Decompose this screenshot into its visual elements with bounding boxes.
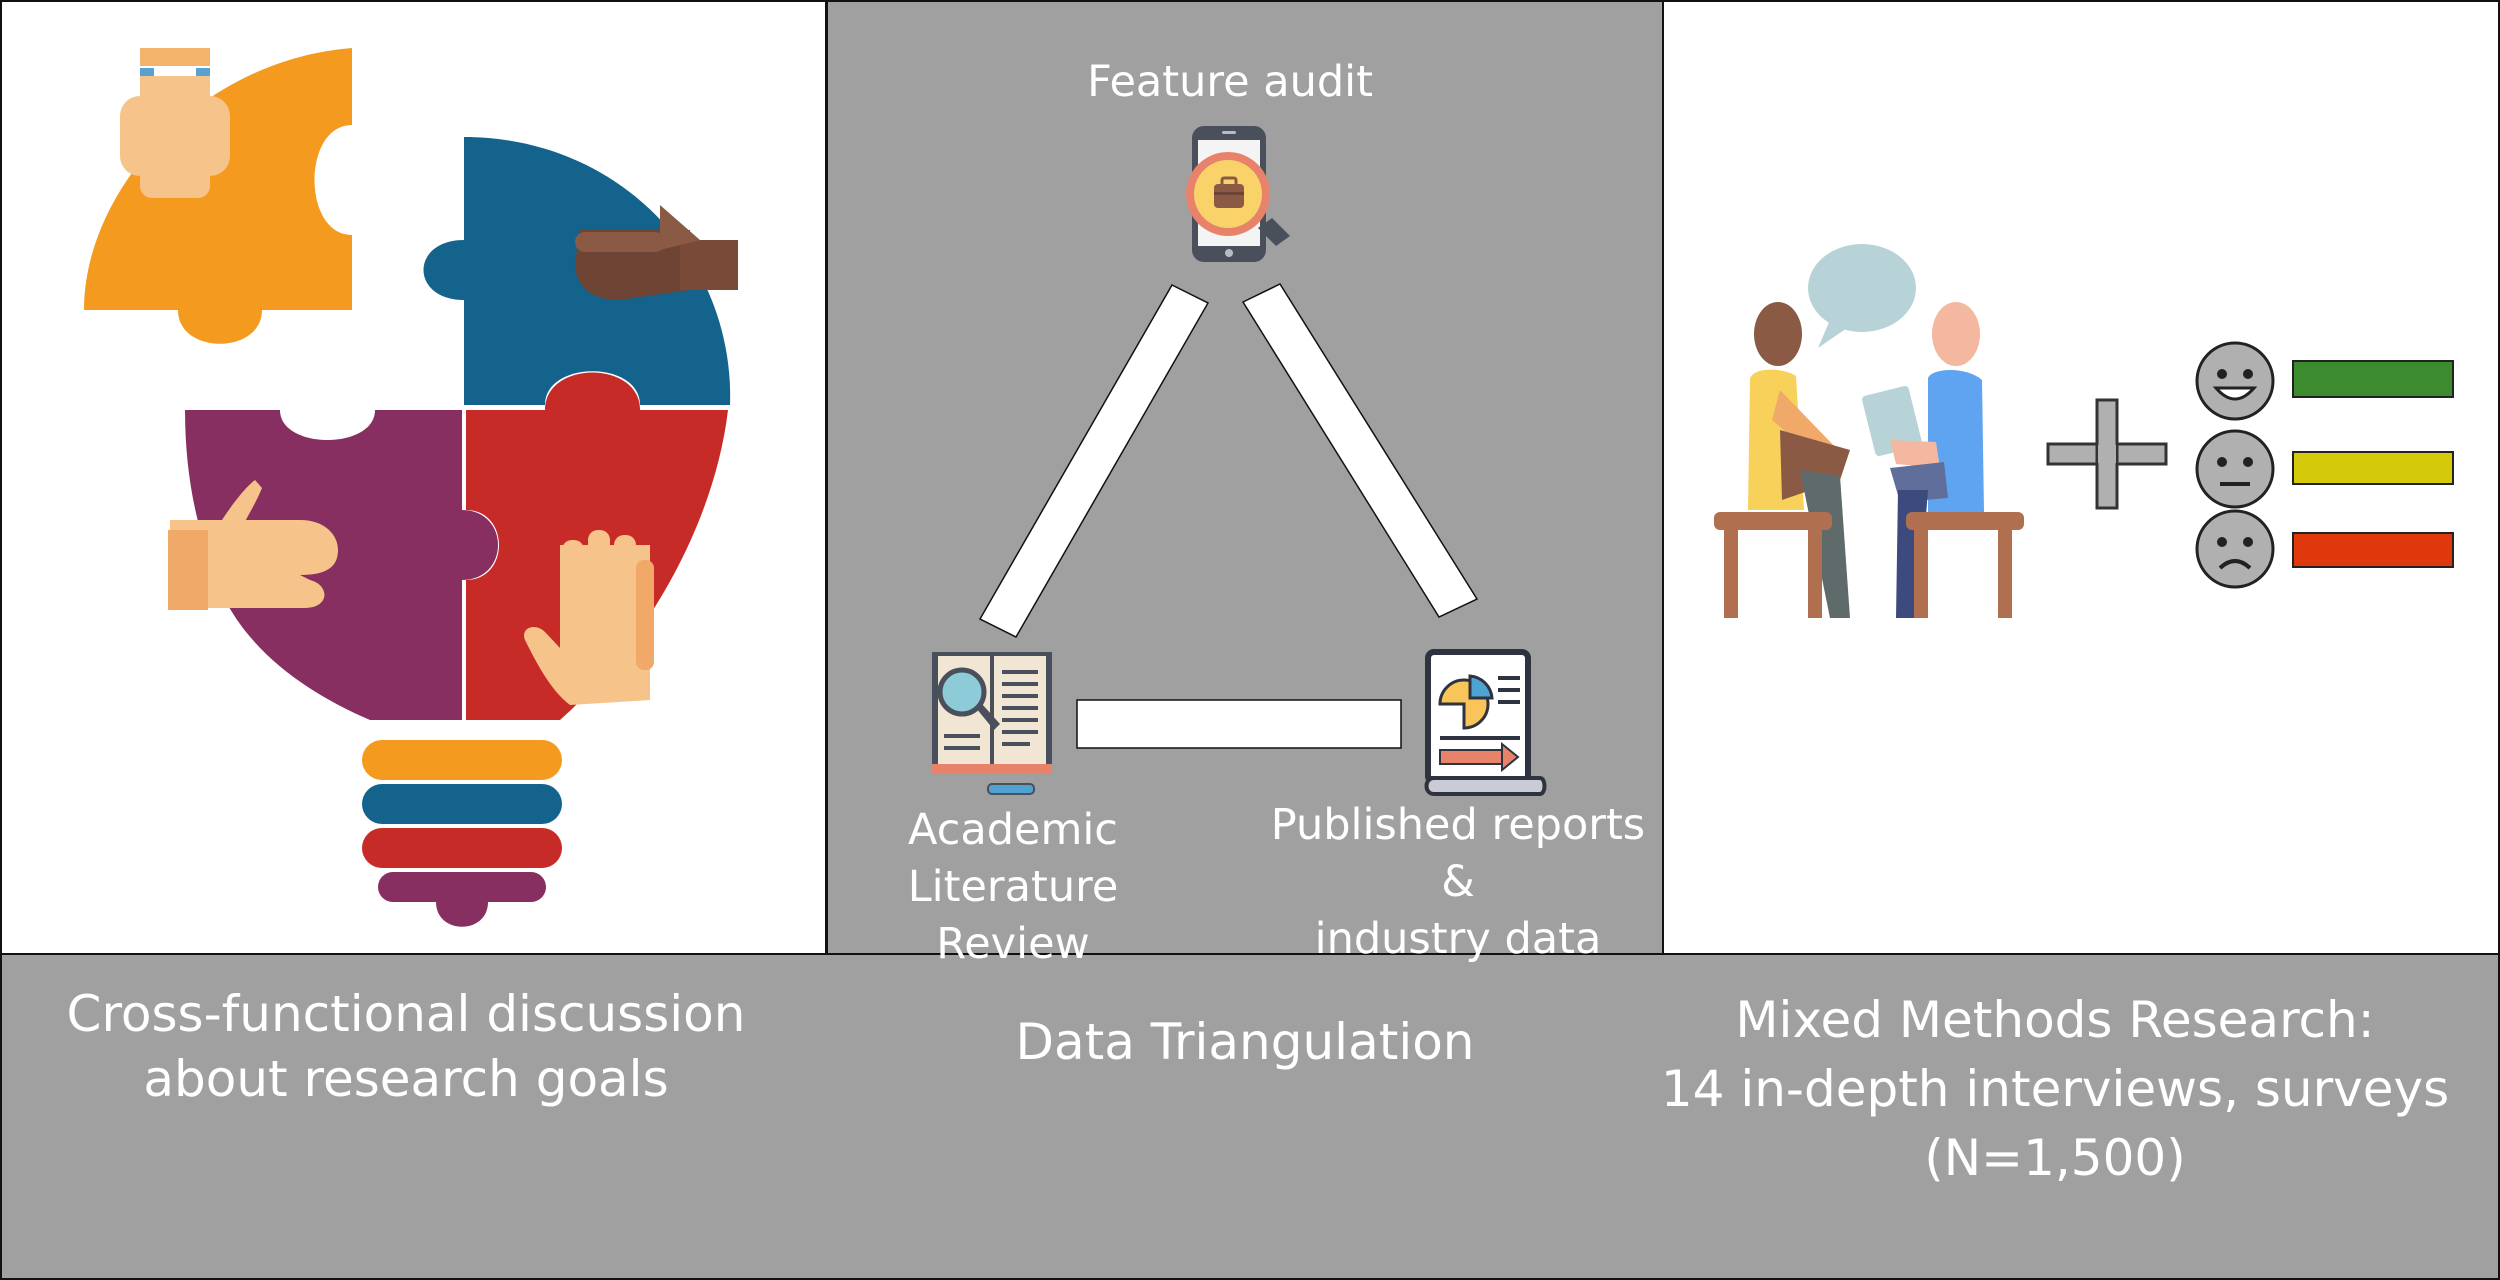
academic-literature-label: Academic Literature Review <box>818 802 1208 972</box>
published-reports-line-1: Published reports & <box>1270 800 1646 907</box>
middle-caption: Data Triangulation <box>1015 1013 1475 1071</box>
report-document-icon <box>1424 649 1547 796</box>
left-caption: Cross-functional discussion about resear… <box>0 982 812 1112</box>
published-reports-label: Published reports & industry data <box>1262 797 1654 967</box>
right-caption: Mixed Methods Research: 14 in-depth inte… <box>1640 986 2470 1193</box>
feature-audit-label: Feature audit <box>1087 57 1373 107</box>
left-caption-line-2: about research goals <box>143 1050 669 1108</box>
left-caption-line-1: Cross-functional discussion <box>66 985 746 1043</box>
plus-icon <box>2046 398 2168 510</box>
right-caption-line-1: Mixed Methods Research: <box>1735 991 2375 1049</box>
rating-bar-green <box>2292 360 2454 398</box>
right-caption-line-2: 14 in-depth interviews, surveys <box>1660 1060 2450 1118</box>
puzzle-lightbulb-icon <box>84 48 738 927</box>
phone-magnifier-icon <box>1186 126 1290 262</box>
book-magnifier-icon <box>932 652 1052 795</box>
right-caption-line-3: (N=1,500) <box>1924 1129 2186 1187</box>
happy-face-icon <box>2195 341 2275 421</box>
academic-literature-line-1: Academic Literature <box>907 805 1119 912</box>
rating-bar-red <box>2292 532 2454 568</box>
published-reports-line-2: industry data <box>1314 913 1602 964</box>
triangle-connectors <box>978 283 1479 749</box>
interview-people-icon <box>1714 244 2024 618</box>
rating-bar-yellow <box>2292 451 2454 485</box>
sad-face-icon <box>2195 509 2275 589</box>
caption-bar <box>0 953 2500 1280</box>
neutral-face-icon <box>2195 429 2275 509</box>
academic-literature-line-2: Review <box>936 918 1090 969</box>
